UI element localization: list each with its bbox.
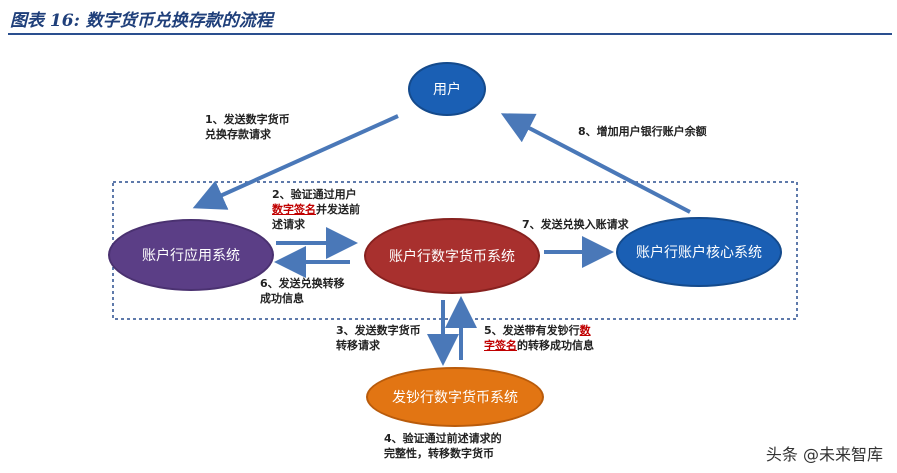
step-5-signature-highlight-a: 数 xyxy=(579,324,591,337)
step-5-prefix: 5、发送带有发钞行 xyxy=(484,324,580,337)
step-8-label: 8、增加用户银行账户余额 xyxy=(578,125,707,138)
step-3-line-1: 3、发送数字货币 xyxy=(336,324,421,337)
figure-title: 图表 16: 数字货币兑换存款的流程 xyxy=(10,11,273,31)
step-6-line-2: 成功信息 xyxy=(260,292,304,305)
node-account-digital-currency-system: 账户行数字货币系统 xyxy=(364,218,540,294)
step-2-line-1: 2、验证通过用户 xyxy=(272,188,357,201)
step-2-line-2: 数字签名并发送前 xyxy=(272,202,360,217)
step-3-label: 3、发送数字货币 转移请求 xyxy=(336,323,421,353)
step-5-label: 5、发送带有发钞行数 字签名的转移成功信息 xyxy=(484,323,594,353)
node-account-core-system: 账户行账户核心系统 xyxy=(616,217,782,287)
arrow-step-8 xyxy=(500,113,691,214)
step-5-line-2: 字签名的转移成功信息 xyxy=(484,338,594,353)
step-4-line-2: 完整性，转移数字货币 xyxy=(384,447,494,460)
arrow-step-1 xyxy=(192,114,399,210)
step-4-label: 4、验证通过前述请求的 完整性，转移数字货币 xyxy=(384,431,502,461)
node-issuer-digital-currency-system: 发钞行数字货币系统 xyxy=(366,367,544,427)
step-1-label: 1、发送数字货币 兑换存款请求 xyxy=(205,112,290,142)
step-2-line-3: 述请求 xyxy=(272,218,305,231)
step-3-line-2: 转移请求 xyxy=(336,339,380,352)
step-1-line-2: 兑换存款请求 xyxy=(205,128,271,141)
step-6-label: 6、发送兑换转移 成功信息 xyxy=(260,276,345,306)
step-2-signature-highlight: 数字签名 xyxy=(272,203,316,216)
step-2-line-2-rest: 并发送前 xyxy=(316,203,360,216)
step-5-line-1: 5、发送带有发钞行数 xyxy=(484,323,594,338)
node-account-app-system: 账户行应用系统 xyxy=(108,219,274,291)
step-5-signature-highlight-b: 字签名 xyxy=(484,339,517,352)
step-1-line-1: 1、发送数字货币 xyxy=(205,113,290,126)
step-5-rest: 的转移成功信息 xyxy=(517,339,594,352)
step-2-label: 2、验证通过用户 数字签名并发送前 述请求 xyxy=(272,187,360,232)
title-divider xyxy=(8,33,892,35)
node-user: 用户 xyxy=(408,62,486,116)
step-6-line-1: 6、发送兑换转移 xyxy=(260,277,345,290)
watermark: 头条 @未来智库 xyxy=(765,445,883,464)
step-7-label: 7、发送兑换入账请求 xyxy=(522,218,629,231)
step-4-line-1: 4、验证通过前述请求的 xyxy=(384,432,502,445)
